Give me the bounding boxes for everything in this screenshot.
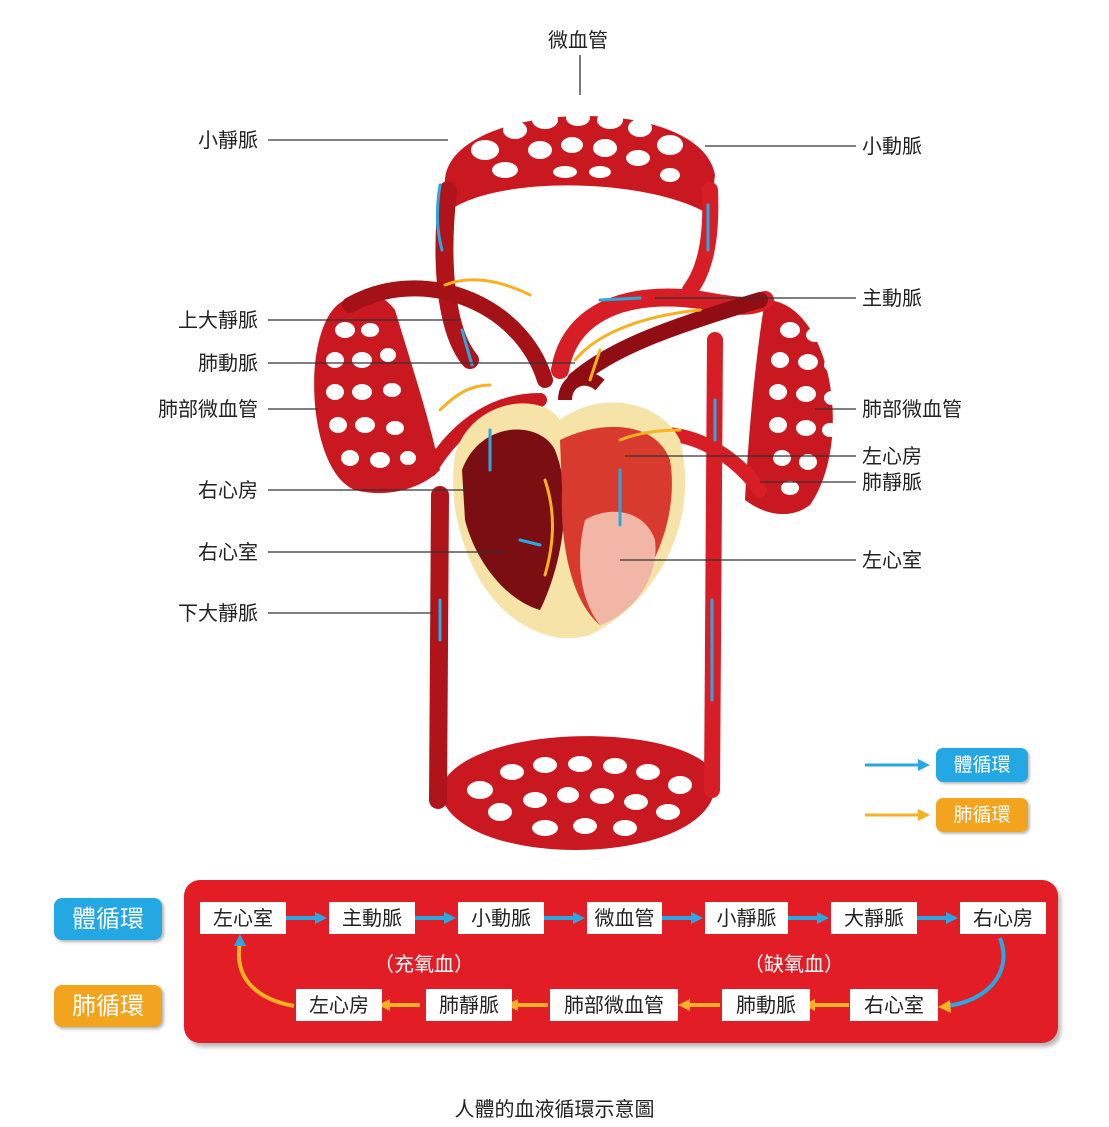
figure-caption: 人體的血液循環示意圖 [454,1097,655,1121]
label-small-vein: 小靜脈 [198,128,258,152]
capillary-top [444,110,715,215]
label-left-atrium: 左心房 [862,444,922,468]
label-inferior-vena-cava: 下大靜脈 [178,601,258,625]
label-right-atrium: 右心房 [198,478,258,502]
label-left-ventricle: 左心室 [862,548,922,572]
flow-systemic-step: 左心室 [200,902,286,934]
capillary-bottom [440,736,718,850]
legend-systemic: 體循環 [936,748,1028,782]
flow-pulmonary-step: 肺部微血管 [550,989,678,1021]
flow-pulmonary-label: 肺循環 [54,985,162,1027]
label-right-ventricle: 右心室 [198,540,258,564]
flow-systemic-step: 小靜脈 [705,902,788,934]
leader-lines [268,55,856,614]
flow-arrows [435,183,717,702]
label-capillary-top: 微血管 [548,28,608,52]
flow-panel-arrows [234,912,1006,1013]
heart [453,371,686,639]
flow-systemic-label: 體循環 [54,898,162,940]
flow-pulmonary-step: 肺靜脈 [426,989,512,1021]
oxygenated-note: （充氧血） [374,952,474,976]
label-aorta: 主動脈 [862,286,922,310]
legend-pulmonary: 肺循環 [936,798,1028,832]
label-small-artery: 小動脈 [862,134,922,158]
flow-systemic-step: 大靜脈 [831,902,917,934]
flow-systemic-step: 微血管 [587,902,662,934]
legend-arrows [865,759,930,821]
label-superior-vena-cava: 上大靜脈 [178,308,258,332]
flow-systemic-step: 右心房 [960,902,1046,934]
label-pulmonary-artery: 肺動脈 [198,351,258,375]
label-lung-capillary-left: 肺部微血管 [158,397,258,421]
lung-capillary-right [745,300,840,515]
label-lung-capillary-right: 肺部微血管 [862,397,962,421]
flow-systemic-step: 小動脈 [458,902,544,934]
deoxygenated-note: （缺氧血） [744,952,844,976]
label-pulmonary-vein: 肺靜脈 [862,470,922,494]
flow-pulmonary-step: 左心房 [296,989,382,1021]
flow-panel: 左心室 主動脈 小動脈 微血管 小靜脈 大靜脈 右心房 （充氧血） （缺氧血） … [184,880,1058,1043]
flow-systemic-step: 主動脈 [329,902,415,934]
lung-capillary-left [314,294,440,494]
flow-pulmonary-step: 右心室 [850,989,938,1021]
flow-pulmonary-step: 肺動脈 [722,989,810,1021]
